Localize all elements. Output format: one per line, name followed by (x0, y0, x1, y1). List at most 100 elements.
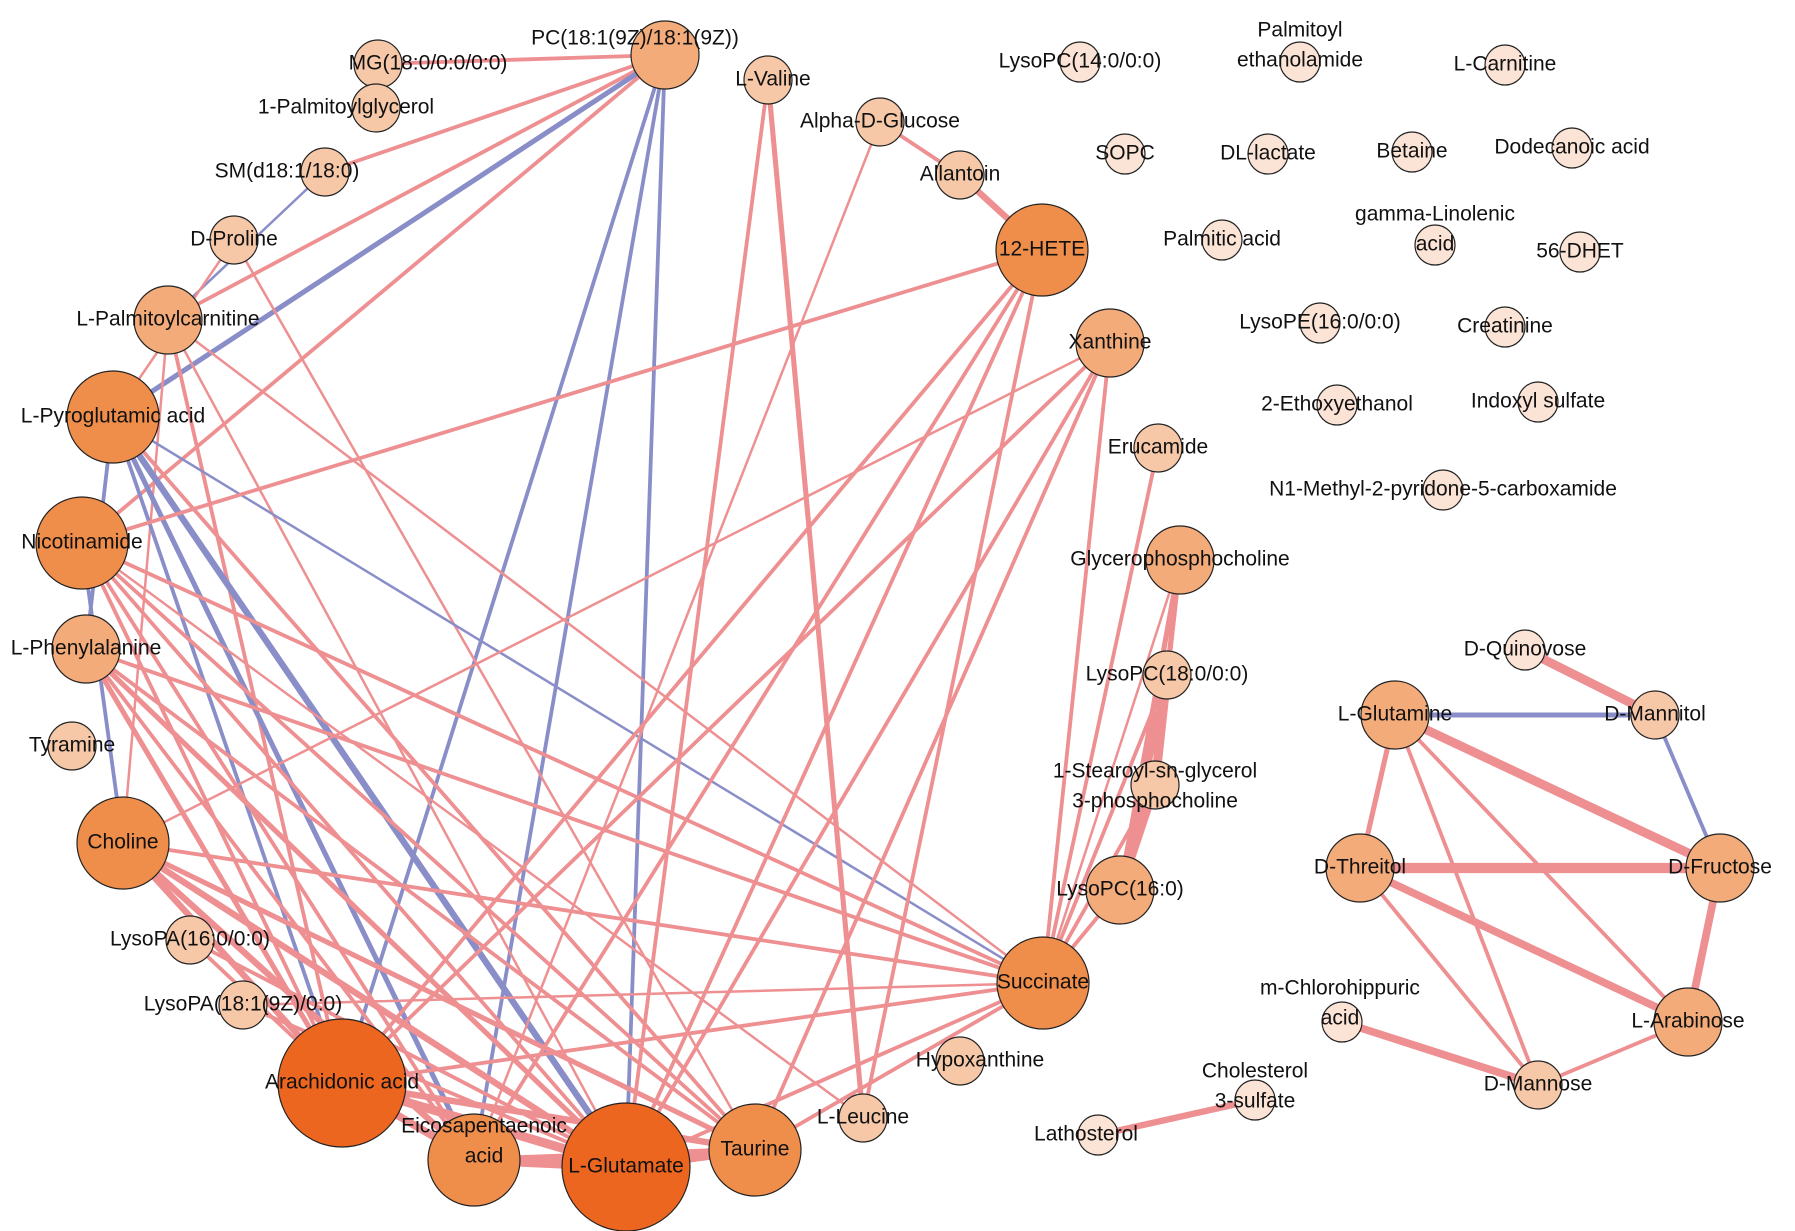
node-lysopa_18[interactable]: LysoPA(18:1(9Z)/0:0) (144, 980, 342, 1030)
node-sm_d18[interactable]: SM(d18:1/18:0) (215, 147, 360, 197)
edge-l_pyroglutamic-taurine (111, 415, 757, 1152)
node-lysopc_14[interactable]: LysoPC(14:0/0:0) (999, 41, 1162, 83)
node-xanthine[interactable]: Xanthine (1069, 308, 1152, 378)
node-taurine[interactable]: Taurine (708, 1103, 802, 1197)
edge-taurine-xanthine (753, 341, 1112, 1152)
node-circle-epa (427, 1113, 521, 1207)
edge-nicotinamide-l_leucine (80, 541, 865, 1120)
node-indoxyl[interactable]: Indoxyl sulfate (1471, 381, 1605, 423)
node-l_leucine[interactable]: L-Leucine (817, 1093, 909, 1143)
node-n1_methyl[interactable]: N1-Methyl-2-pyridone-5-carboxamide (1269, 469, 1617, 511)
node-lysopa_16[interactable]: LysoPA(16:0/0:0) (110, 915, 270, 965)
node-circle-cholesterol_sulfate (1234, 1079, 1276, 1121)
node-label-nicotinamide: Nicotinamide (21, 531, 142, 554)
node-palmitic[interactable]: Palmitic acid (1163, 219, 1281, 261)
node-d_proline[interactable]: D-Proline (190, 215, 278, 265)
node-nicotinamide[interactable]: Nicotinamide (21, 496, 143, 590)
node-label-hete12: 12-HETE (999, 238, 1085, 261)
node-lysope_16[interactable]: LysoPE(16:0/0:0) (1239, 302, 1401, 344)
node-tyramine[interactable]: Tyramine (29, 721, 115, 771)
node-label-betaine: Betaine (1376, 140, 1447, 163)
node-label-cholesterol_sulfate-line2: 3-sulfate (1215, 1090, 1296, 1113)
node-d_quinovose[interactable]: D-Quinovose (1464, 629, 1587, 671)
node-circle-lysopc_14 (1059, 41, 1101, 83)
node-l_glutamate[interactable]: L-Glutamate (561, 1102, 691, 1231)
node-sopc[interactable]: SOPC (1095, 133, 1155, 175)
node-label-d_quinovose: D-Quinovose (1464, 638, 1587, 661)
node-layer: PC(18:1(9Z)/18:1(9Z)) MG(18:0/0:0/0:0)1-P… (11, 19, 1772, 1231)
edge-taurine-succinate (753, 981, 1045, 1152)
node-label-l_leucine: L-Leucine (817, 1106, 909, 1129)
node-circle-tyramine (47, 721, 97, 771)
node-label-d_fructose: D-Fructose (1668, 856, 1772, 879)
edge-succinate-xanthine (1041, 341, 1112, 985)
node-lathosterol[interactable]: Lathosterol (1034, 1114, 1138, 1156)
node-label-lysopa_18: LysoPA(18:1(9Z)/0:0) (144, 993, 342, 1016)
node-lysopc_18[interactable]: LysoPC(18:0/0:0) (1086, 650, 1249, 700)
edge-d_proline-taurine (232, 238, 757, 1152)
node-mg_18_0[interactable]: MG(18:0/0:0/0:0) (349, 39, 508, 89)
edge-nicotinamide-epa (80, 541, 476, 1162)
node-label-lysopc_18: LysoPC(18:0/0:0) (1086, 663, 1249, 686)
node-label-gla-line2: acid (1416, 233, 1455, 256)
edge-m_chlorohippuric-d_mannose (1338, 1018, 1542, 1089)
node-hete12[interactable]: 12-HETE (995, 203, 1089, 297)
node-l_phenylalanine[interactable]: L-Phenylalanine (11, 614, 162, 684)
node-d_mannitol[interactable]: D-Mannitol (1604, 690, 1706, 740)
edge-epa-hete12 (472, 248, 1044, 1162)
node-ethoxyethanol[interactable]: 2-Ethoxyethanol (1261, 384, 1413, 426)
edge-d_threitol-d_mannose (1358, 866, 1540, 1087)
node-l_pyroglutamic[interactable]: L-Pyroglutamic acid (21, 370, 205, 464)
node-label-palmitoyl_ea-line1: Palmitoyl (1257, 19, 1342, 42)
node-hypoxanthine[interactable]: Hypoxanthine (916, 1036, 1044, 1086)
node-label-dl_lactate: DL-lactate (1220, 142, 1316, 165)
node-d_threitol[interactable]: D-Threitol (1314, 833, 1406, 903)
node-allantoin[interactable]: Allantoin (920, 150, 1001, 200)
edge-l_phenylalanine-l_glutamate (83, 646, 629, 1170)
node-label-xanthine: Xanthine (1069, 331, 1152, 354)
node-betaine[interactable]: Betaine (1376, 131, 1448, 173)
node-dl_lactate[interactable]: DL-lactate (1220, 133, 1316, 175)
node-erucamide[interactable]: Erucamide (1108, 423, 1208, 473)
node-creatinine[interactable]: Creatinine (1457, 306, 1553, 348)
node-arachidonic[interactable]: Arachidonic acid (265, 1018, 419, 1148)
node-circle-pc_18_1 (630, 20, 700, 90)
node-l_arabinose[interactable]: L-Arabinose (1631, 987, 1745, 1057)
node-d_mannose[interactable]: D-Mannose (1484, 1060, 1593, 1110)
node-l_valine[interactable]: L-Valine (735, 55, 811, 105)
node-label-succinate: Succinate (997, 971, 1089, 994)
node-circle-lathosterol (1077, 1114, 1119, 1156)
edge-choline-taurine (120, 840, 758, 1153)
node-label-epa-line1: Eicosapentaenoic (401, 1115, 567, 1138)
node-circle-hypoxanthine (935, 1036, 985, 1086)
edge-d_threitol-l_arabinose (1356, 864, 1692, 1026)
node-dodecanoic[interactable]: Dodecanoic acid (1494, 127, 1650, 169)
node-l_palmitoylcarnitine[interactable]: L-Palmitoylcarnitine (76, 285, 260, 355)
node-alpha_glucose[interactable]: Alpha-D-Glucose (800, 97, 960, 147)
node-circle-gpc (1145, 525, 1215, 595)
node-label-choline: Choline (87, 831, 158, 854)
node-choline[interactable]: Choline (76, 796, 170, 890)
node-label-lysopc_16: LysoPC(16:0) (1056, 878, 1184, 901)
node-lysopc_16[interactable]: LysoPC(16:0) (1056, 855, 1184, 925)
node-succinate[interactable]: Succinate (996, 936, 1090, 1030)
edge-epa-alpha_glucose (472, 120, 882, 1162)
node-d_fructose[interactable]: D-Fructose (1668, 833, 1772, 903)
node-l_carnitine[interactable]: L-Carnitine (1454, 44, 1557, 86)
node-pc_18_1[interactable]: PC(18:1(9Z)/18:1(9Z)) (531, 20, 739, 90)
node-palmitoylglycerol[interactable]: 1-Palmitoylglycerol (258, 83, 434, 133)
node-label-stearoyl_gpc-line1: 1-Stearoyl-sn-glycerol (1053, 760, 1257, 783)
node-circle-dhet56 (1559, 231, 1601, 273)
node-label-ethoxyethanol: 2-Ethoxyethanol (1261, 393, 1413, 416)
node-dhet56[interactable]: 56-DHET (1536, 231, 1624, 273)
node-gpc[interactable]: Glycerophosphocholine (1070, 525, 1290, 595)
edge-succinate-gpc (1041, 558, 1182, 985)
node-l_glutamine[interactable]: L-Glutamine (1338, 680, 1452, 750)
